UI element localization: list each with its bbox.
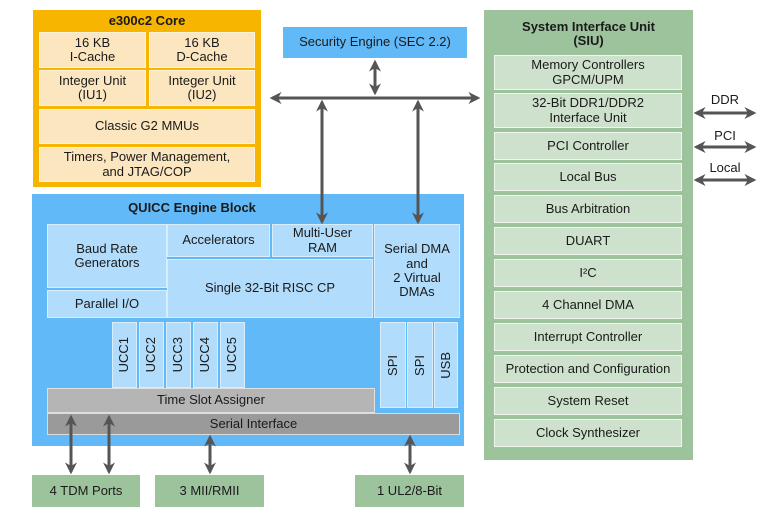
spi1-label: SPI	[384, 354, 400, 376]
timers-block: Timers, Power Management, and JTAG/COP	[39, 147, 255, 182]
time-slot-assigner-block: Time Slot Assigner	[47, 388, 375, 413]
ucc3-block: UCC3	[166, 322, 191, 388]
spi2-block: SPI	[407, 322, 433, 408]
ul2-block: 1 UL2/8-Bit	[355, 475, 464, 507]
siu-row-bus-arbitration: Bus Arbitration	[494, 195, 682, 223]
quicc-title: QUICC Engine Block	[128, 199, 256, 215]
integer-unit-1-block: Integer Unit (IU1)	[39, 70, 146, 106]
siu-row-4-channel-dma: 4 Channel DMA	[494, 291, 682, 319]
multi-user-ram-block: Multi-User RAM	[272, 224, 373, 257]
siu-row-pci-controller: PCI Controller	[494, 132, 682, 160]
siu-row-i2c: I²C	[494, 259, 682, 287]
siu-title: System Interface Unit (SIU)	[522, 18, 655, 48]
spi2-label: SPI	[411, 354, 427, 376]
accelerators-block: Accelerators	[167, 224, 270, 257]
ddr-label: DDR	[710, 91, 740, 107]
ucc1-label: UCC1	[116, 337, 132, 373]
security-engine-block: Security Engine (SEC 2.2)	[283, 27, 467, 58]
core-title: e300c2 Core	[108, 12, 186, 28]
usb-label: USB	[437, 351, 453, 379]
serial-dma-block: Serial DMA and 2 Virtual DMAs	[374, 224, 460, 318]
siu-row-memory-controllers: Memory Controllers GPCM/UPM	[494, 55, 682, 90]
risc-cp-block: Single 32-Bit RISC CP	[167, 259, 373, 318]
siu-row-ddr-interface: 32-Bit DDR1/DDR2 Interface Unit	[494, 93, 682, 128]
ucc4-label: UCC4	[197, 337, 213, 373]
siu-row-local-bus: Local Bus	[494, 163, 682, 191]
siu-row-interrupt-controller: Interrupt Controller	[494, 323, 682, 351]
baud-rate-generators-block: Baud Rate Generators	[47, 224, 167, 288]
serial-interface-block: Serial Interface	[47, 413, 460, 435]
e300c2-core-block: e300c2 Core 16 KB I-Cache 16 KB D-Cache …	[33, 10, 261, 187]
ucc5-block: UCC5	[220, 322, 245, 388]
ucc2-block: UCC2	[139, 322, 164, 388]
siu-row-system-reset: System Reset	[494, 387, 682, 415]
pci-label: PCI	[714, 127, 736, 143]
siu-row-protection-configuration: Protection and Configuration	[494, 355, 682, 383]
siu-row-duart: DUART	[494, 227, 682, 255]
ucc3-label: UCC3	[170, 337, 186, 373]
ucc4-block: UCC4	[193, 322, 218, 388]
local-label: Local	[709, 159, 741, 175]
ucc5-label: UCC5	[224, 337, 240, 373]
ucc2-label: UCC2	[143, 337, 159, 373]
tdm-ports-block: 4 TDM Ports	[32, 475, 140, 507]
dcache-block: 16 KB D-Cache	[149, 32, 255, 68]
siu-block: System Interface Unit (SIU) Memory Contr…	[484, 10, 693, 460]
ucc1-block: UCC1	[112, 322, 137, 388]
siu-row-clock-synthesizer: Clock Synthesizer	[494, 419, 682, 447]
integer-unit-2-block: Integer Unit (IU2)	[149, 70, 255, 106]
spi1-block: SPI	[380, 322, 406, 408]
parallel-io-block: Parallel I/O	[47, 290, 167, 318]
icache-block: 16 KB I-Cache	[39, 32, 146, 68]
quicc-engine-block: QUICC Engine Block Baud Rate Generators …	[32, 194, 464, 446]
mmu-block: Classic G2 MMUs	[39, 109, 255, 144]
usb-block: USB	[434, 322, 458, 408]
mii-rmii-block: 3 MII/RMII	[155, 475, 264, 507]
